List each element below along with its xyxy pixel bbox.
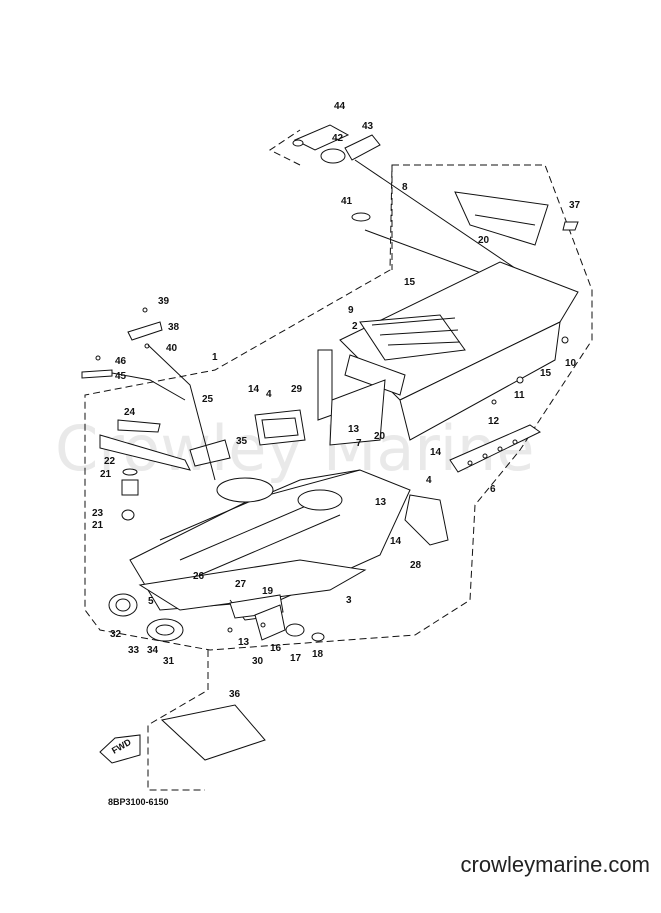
callout-30: 30 [252,656,264,667]
callout-24: 24 [124,407,136,418]
callout-8: 8 [402,182,408,193]
callout-27: 27 [235,579,247,590]
callout-10: 10 [565,358,577,369]
part-6-rail [449,424,541,473]
callout-4: 4 [426,475,432,486]
callout-25: 25 [202,394,214,405]
callout-21: 21 [92,520,104,531]
callout-36: 36 [229,689,241,700]
callout-7: 7 [356,438,362,449]
footer-website-text: crowleymarine.com [460,852,651,877]
callout-29: 29 [291,384,303,395]
callout-6: 6 [490,484,496,495]
callout-42: 42 [332,133,344,144]
part-36-mat [160,704,266,761]
callout-33: 33 [128,645,140,656]
callout-3: 3 [346,595,352,606]
callout-13: 13 [238,637,250,648]
part-code-label: 8BP3100-6150 [108,797,169,807]
callout-28: 28 [410,560,422,571]
callout-35: 35 [236,436,248,447]
callout-31: 31 [163,656,175,667]
callout-1: 1 [212,352,218,363]
callout-23: 23 [92,508,104,519]
callout-37: 37 [569,200,581,211]
callout-4: 4 [266,389,272,400]
part-8-bracket [454,191,579,246]
callout-46: 46 [115,356,127,367]
callout-40: 40 [166,343,178,354]
callout-15: 15 [540,368,552,379]
callout-13: 13 [375,497,387,508]
callout-32: 32 [110,629,122,640]
callout-26: 26 [193,571,205,582]
assembly-boundary-lines [84,129,593,791]
chassis-assembly [129,409,449,621]
callout-38: 38 [168,322,180,333]
callout-21: 21 [100,469,112,480]
top-parts [292,124,541,286]
callout-41: 41 [341,196,353,207]
callout-22: 22 [104,456,116,467]
callout-2: 2 [352,321,358,332]
part-7-bracket [317,349,386,446]
lever-assembly [99,419,191,521]
callout-43: 43 [362,121,374,132]
callout-34: 34 [147,645,159,656]
callout-14: 14 [390,536,402,547]
callout-39: 39 [158,296,170,307]
small-fasteners-left [81,307,216,481]
callout-20: 20 [478,235,490,246]
callout-15: 15 [404,277,416,288]
callout-14: 14 [430,447,442,458]
callout-14: 14 [248,384,260,395]
callout-17: 17 [290,653,302,664]
bottom-parts [108,593,325,642]
callout-9: 9 [348,305,354,316]
callout-18: 18 [312,649,324,660]
callout-44: 44 [334,101,346,112]
callout-45: 45 [115,371,127,382]
main-frame-deck [339,261,579,441]
callout-16: 16 [270,643,282,654]
callout-19: 19 [262,586,274,597]
callout-13: 13 [348,424,360,435]
callout-12: 12 [488,416,500,427]
callout-20: 20 [374,431,386,442]
callout-5: 5 [148,596,154,607]
front-arrow-icon: FWD [99,734,141,764]
callout-11: 11 [514,390,525,401]
